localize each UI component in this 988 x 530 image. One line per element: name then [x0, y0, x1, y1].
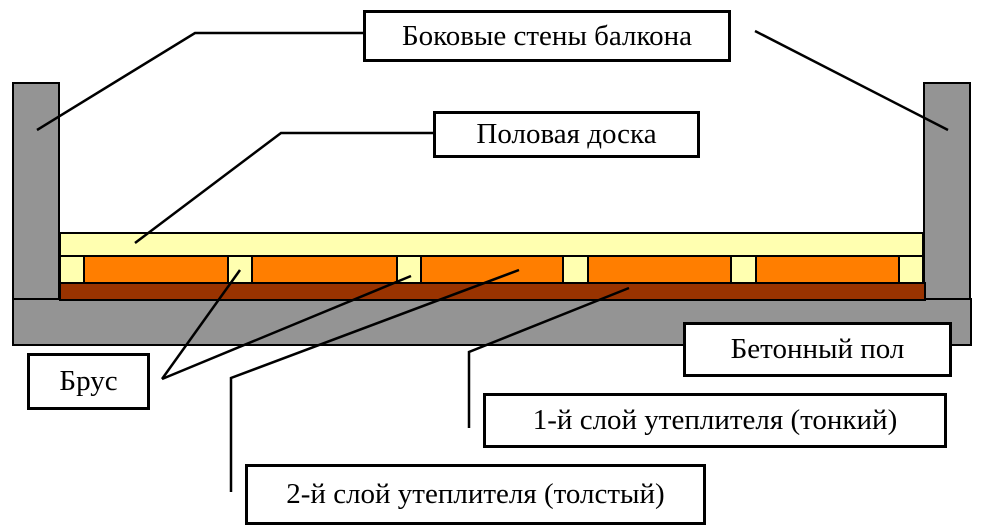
floor-board-layer: [59, 232, 924, 257]
leader-side-walls-left: [36, 31, 365, 132]
right-side-wall: [923, 82, 971, 301]
label-side-walls: Боковые стены балкона: [363, 10, 731, 62]
label-concrete-floor: Бетонный пол: [683, 322, 952, 377]
beam-block: [227, 255, 253, 284]
leader-side-walls-right: [754, 29, 949, 132]
leader-insulation-layer-2: [229, 268, 520, 492]
leader-beam-2: [161, 274, 412, 381]
leader-insulation-layer-1: [467, 286, 630, 428]
leader-beam-1: [160, 269, 242, 380]
label-floor-board: Половая доска: [433, 111, 700, 158]
leader-floor-board: [134, 131, 433, 244]
label-insulation-layer-2: 2-й слой утеплителя (толстый): [245, 464, 706, 525]
left-side-wall: [12, 82, 60, 301]
label-beam: Брус: [27, 353, 150, 410]
label-insulation-layer-1: 1-й слой утеплителя (тонкий): [483, 393, 947, 448]
